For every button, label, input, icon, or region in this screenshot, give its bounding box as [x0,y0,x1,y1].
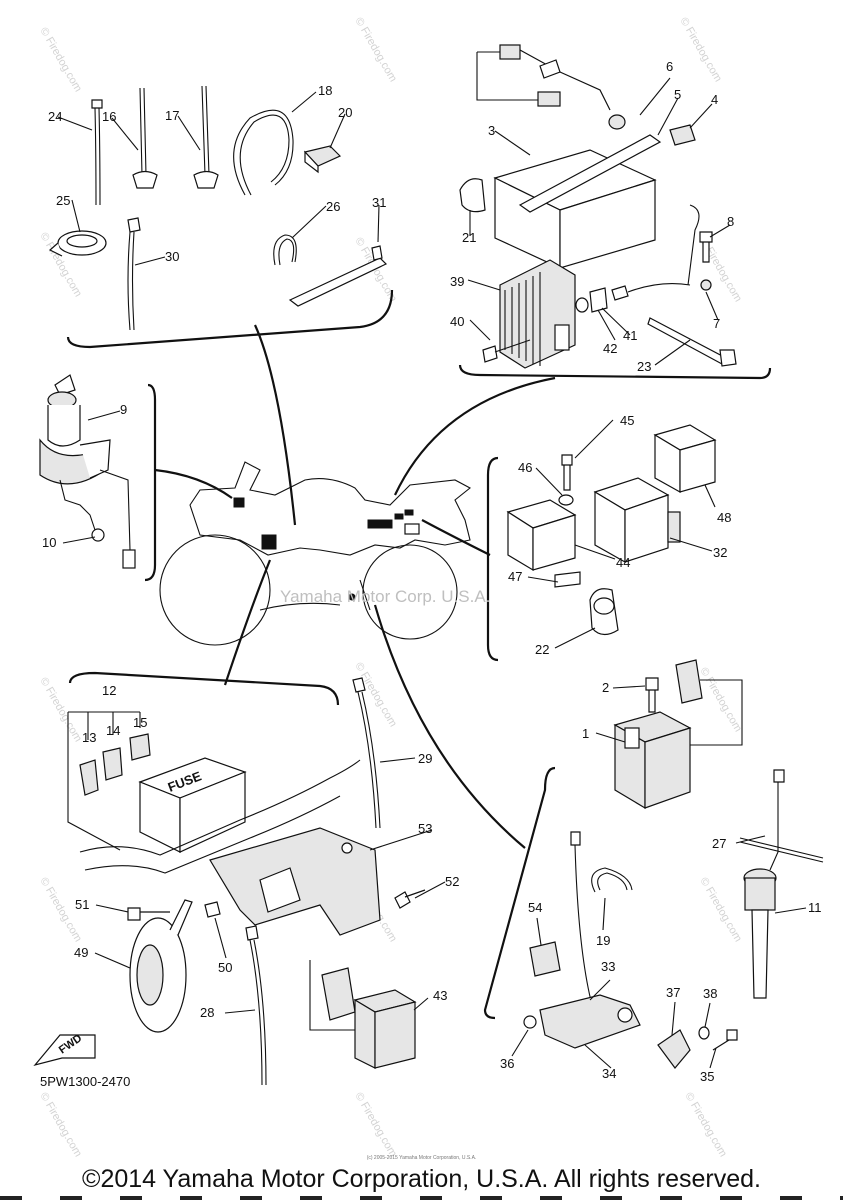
motorcycle-outline [159,461,471,646]
callout-14: 14 [106,723,120,738]
callout-29: 29 [418,751,432,766]
group-top-left [48,85,394,349]
callout-22: 22 [535,642,549,657]
callout-13: 13 [82,730,96,745]
callout-5: 5 [674,87,681,102]
callout-25: 25 [56,193,70,208]
watermark: © Firedog.com [37,26,84,95]
callout-labels: 24 16 17 18 20 25 30 26 31 3 6 5 4 8 7 2… [42,59,822,1084]
center-watermark: Yamaha Motor Corp. U.S.A. [280,587,490,606]
group-relays [486,424,717,662]
watermark: © Firedog.com [697,666,744,735]
callout-47: 47 [508,569,522,584]
group-bracket [458,364,772,380]
watermark: © Firedog.com [37,676,84,745]
callout-1: 1 [582,726,589,741]
leader-lines [57,77,807,1069]
callout-17: 17 [165,108,179,123]
callout-9: 9 [120,402,127,417]
callout-21: 21 [462,230,476,245]
callout-27: 27 [712,836,726,851]
forward-arrow-icon [33,1034,96,1067]
group-bracket [483,766,556,1020]
callout-48: 48 [717,510,731,525]
callout-40: 40 [450,314,464,329]
callout-18: 18 [318,83,332,98]
callout-53: 53 [418,821,432,836]
callout-26: 26 [326,199,340,214]
callout-15: 15 [133,715,147,730]
group-battery [458,44,772,380]
callout-20: 20 [338,105,352,120]
group-bracket [66,289,394,349]
callout-6: 6 [666,59,673,74]
watermark: © Firedog.com [697,876,744,945]
callout-45: 45 [620,413,634,428]
callout-41: 41 [623,328,637,343]
group-bracket [144,383,157,582]
watermark: © Firedog.com [682,1091,729,1160]
callout-23: 23 [637,359,651,374]
callout-7: 7 [713,316,720,331]
callout-19: 19 [596,933,610,948]
tiny-copyright: (c) 2005-2015 Yamaha Motor Corporation, … [366,1155,477,1161]
callout-36: 36 [500,1056,514,1071]
callout-43: 43 [433,988,447,1003]
callout-33: 33 [601,959,615,974]
copyright-text: ©2014 Yamaha Motor Corporation, U.S.A. A… [82,1165,761,1193]
callout-44: 44 [616,555,630,570]
footer: ©2014 Yamaha Motor Corporation, U.S.A. A… [0,1158,843,1200]
callout-30: 30 [165,249,179,264]
group-bracket [486,456,499,662]
callout-28: 28 [200,1005,214,1020]
callout-3: 3 [488,123,495,138]
group-fuse-horn: FUSE FWD [33,671,426,1086]
callout-12: 12 [102,683,116,698]
callout-10: 10 [42,535,56,550]
callout-39: 39 [450,274,464,289]
bottom-edge-strip [0,1196,843,1200]
callout-52: 52 [445,874,459,889]
pointer-lines [154,324,556,849]
watermark: © Firedog.com [352,16,399,85]
watermark: © Firedog.com [352,1091,399,1160]
group-main-switch [39,374,157,582]
watermark: © Firedog.com [677,16,724,85]
callout-24: 24 [48,109,62,124]
callout-46: 46 [518,460,532,475]
callout-35: 35 [700,1069,714,1084]
drawing-code: 5PW1300-2470 [40,1074,130,1089]
callout-37: 37 [666,985,680,1000]
watermark: © Firedog.com [37,1091,84,1160]
callout-2: 2 [602,680,609,695]
callout-50: 50 [218,960,232,975]
callout-31: 31 [372,195,386,210]
callout-49: 49 [74,945,88,960]
callout-16: 16 [102,109,116,124]
callout-11: 11 [808,900,822,915]
callout-42: 42 [603,341,617,356]
group-starter-relay [483,659,824,1069]
callout-32: 32 [713,545,727,560]
callout-34: 34 [602,1066,616,1081]
callout-8: 8 [727,214,734,229]
watermark: © Firedog.com [352,661,399,730]
group-bracket [68,671,340,706]
callout-4: 4 [711,92,718,107]
callout-54: 54 [528,900,542,915]
callout-51: 51 [75,897,89,912]
callout-38: 38 [703,986,717,1001]
